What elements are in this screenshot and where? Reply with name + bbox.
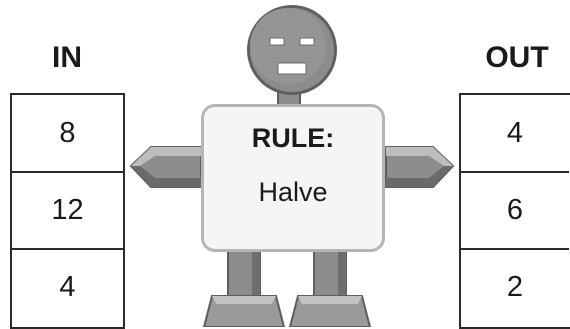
rule-value: Halve	[204, 177, 382, 208]
in-cell: 8	[12, 95, 123, 171]
right-arm	[386, 147, 453, 187]
out-header: OUT	[459, 38, 570, 78]
right-eye	[300, 38, 314, 45]
in-cell: 12	[12, 171, 123, 247]
rule-box: RULE: Halve	[201, 104, 385, 252]
out-cell: 6	[461, 171, 569, 247]
mouth	[278, 63, 306, 74]
left-leg	[204, 250, 284, 327]
out-cell: 4	[461, 95, 569, 171]
robot-head	[247, 5, 337, 95]
in-table: 8 12 4	[10, 93, 125, 329]
in-cell: 4	[12, 248, 123, 324]
out-table: 4 6 2	[459, 93, 570, 329]
out-cell: 2	[461, 248, 569, 324]
left-eye	[270, 38, 284, 45]
rule-label: RULE:	[204, 123, 382, 154]
right-leg	[290, 250, 370, 327]
in-header: IN	[10, 38, 124, 78]
left-arm	[131, 147, 201, 187]
